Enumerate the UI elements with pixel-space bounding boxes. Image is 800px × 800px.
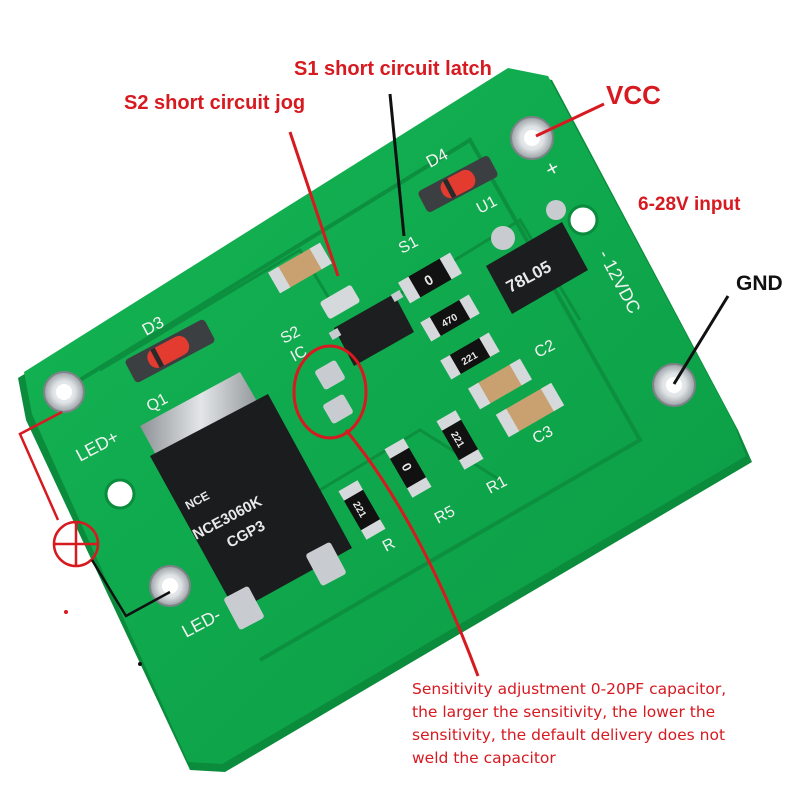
sensitivity-note: Sensitivity adjustment 0-20PF capacitor,… <box>412 678 792 770</box>
note-line: Sensitivity adjustment 0-20PF capacitor, <box>412 680 727 698</box>
led-minus-pad <box>149 565 191 607</box>
vcc-pad <box>510 116 554 160</box>
pcb-board <box>18 68 752 772</box>
callout-gnd: GND <box>736 272 783 295</box>
callout-lines <box>288 93 730 677</box>
callout-s1: S1 short circuit latch <box>294 58 492 80</box>
regulator-u1: 78L05 <box>486 200 588 314</box>
mounting-hole <box>104 478 136 510</box>
smd-components: 0 470 221 221 <box>268 242 565 540</box>
highlight-circle <box>292 344 368 440</box>
mounting-hole <box>567 204 599 236</box>
note-line: weld the capacitor <box>412 749 556 767</box>
diode-d3 <box>125 319 215 383</box>
led-plus-pad <box>43 371 85 413</box>
note-line: sensitivity, the default delivery does n… <box>412 726 726 744</box>
callout-input-range: 6-28V input <box>638 194 741 215</box>
led-symbol <box>18 410 171 618</box>
sensitivity-capacitor-pads <box>315 360 353 424</box>
touch-ic <box>328 290 414 366</box>
gnd-pad <box>652 363 696 407</box>
diode-d4 <box>418 156 498 212</box>
mosfet-q1: NCE NCE3060K CGP3 <box>140 372 352 630</box>
callout-s2: S2 short circuit jog <box>124 92 306 114</box>
stray-dot <box>138 662 142 666</box>
stray-dot <box>64 610 68 614</box>
note-line: the larger the sensitivity, the lower th… <box>412 703 716 721</box>
callout-vcc: VCC <box>606 80 661 110</box>
